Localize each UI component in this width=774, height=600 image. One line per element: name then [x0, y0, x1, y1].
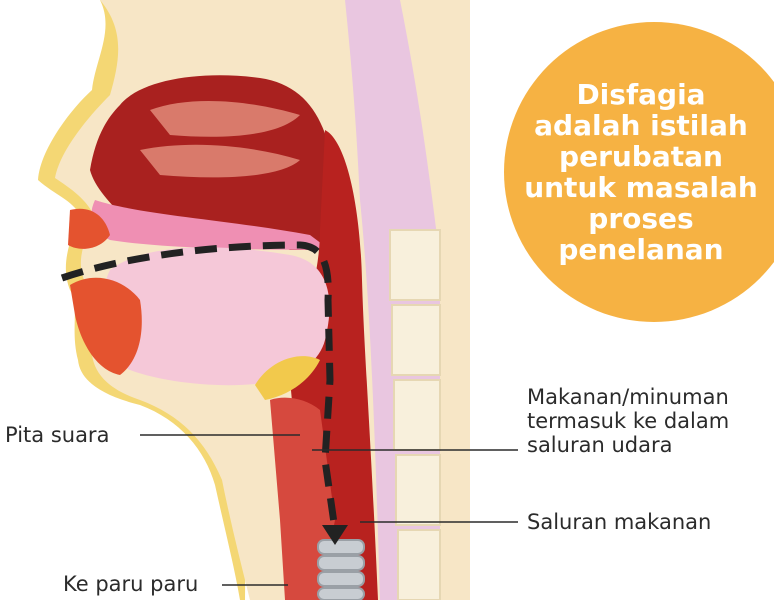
label-to-lungs: Ke paru paru [63, 572, 198, 596]
vertebrae [390, 230, 440, 600]
label-esophagus: Saluran makanan [527, 510, 711, 534]
label-airway-entry: Makanan/minuman termasuk ke dalam salura… [527, 385, 729, 457]
definition-text: Disfagia adalah istilah perubatan untuk … [516, 79, 766, 265]
trachea-rings [318, 540, 364, 600]
label-vocal-cords: Pita suara [5, 423, 109, 447]
